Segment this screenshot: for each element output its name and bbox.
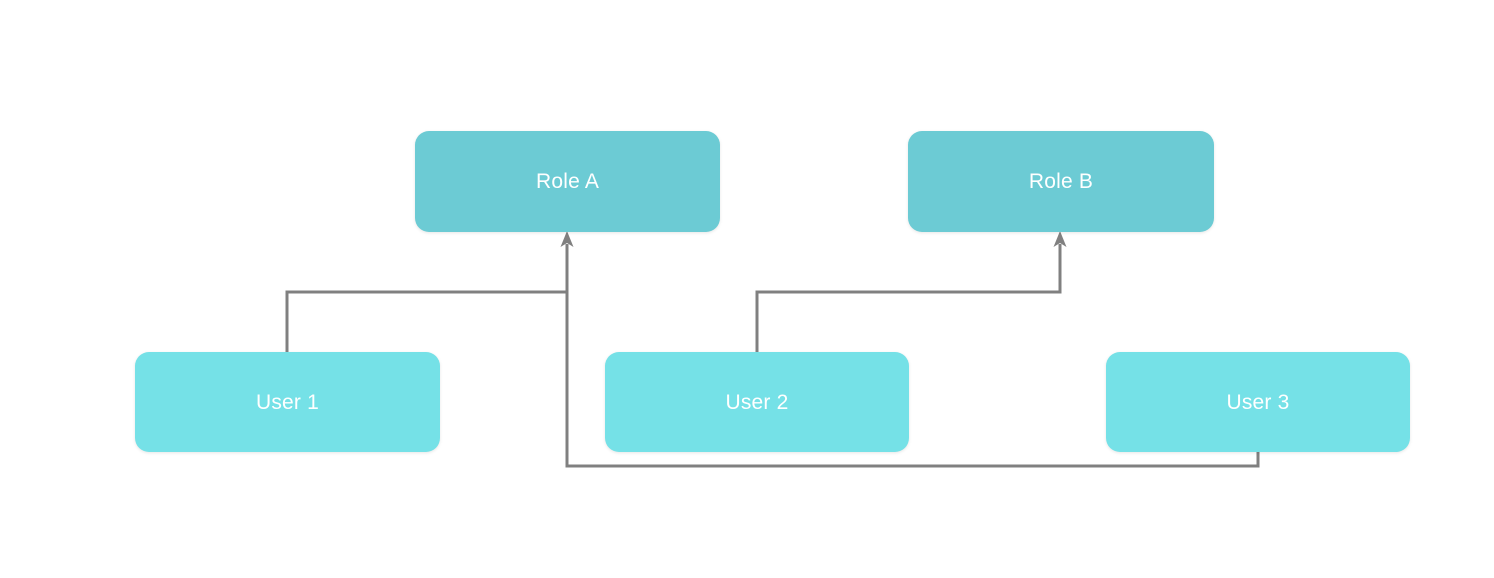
node-user-2[interactable]: User 2 — [605, 352, 909, 452]
node-user-1-label: User 1 — [255, 390, 320, 414]
edge-user3-rolea-path — [565, 244, 1260, 468]
node-role-b[interactable]: Role B — [908, 131, 1214, 232]
node-user-3[interactable]: User 3 — [1106, 352, 1410, 452]
edge-user3-rolea — [560, 231, 1260, 468]
edge-user2-roleb-arrowhead — [1053, 231, 1067, 247]
edge-user2-roleb — [755, 231, 1067, 352]
edge-user1-rolea — [285, 290, 567, 352]
node-user-1[interactable]: User 1 — [135, 352, 440, 452]
node-role-a-label: Role A — [535, 170, 600, 193]
edge-user1-rolea-path — [285, 290, 567, 352]
node-role-a[interactable]: Role A — [415, 131, 720, 232]
edge-user3-rolea-arrowhead — [560, 231, 574, 247]
node-user-3-label: User 3 — [1226, 390, 1290, 414]
node-user-2-label: User 2 — [725, 390, 789, 414]
edge-user2-roleb-path — [755, 244, 1062, 352]
node-role-b-label: Role B — [1028, 170, 1094, 193]
